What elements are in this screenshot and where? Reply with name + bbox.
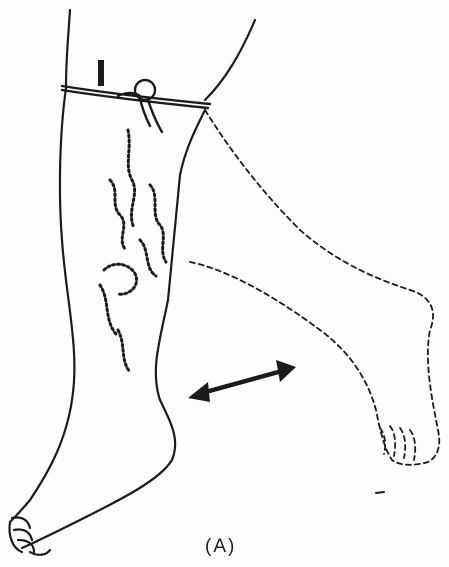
stray-mark	[376, 492, 384, 493]
thigh-outline	[66, 10, 255, 100]
dashed-leg-outline-icon	[190, 110, 439, 465]
figure-caption: (A)	[205, 536, 236, 558]
leg-outline-icon	[10, 88, 206, 555]
tourniquet-icon	[62, 60, 210, 132]
varicose-vein-icon	[100, 130, 166, 372]
double-arrow-icon	[188, 360, 296, 402]
